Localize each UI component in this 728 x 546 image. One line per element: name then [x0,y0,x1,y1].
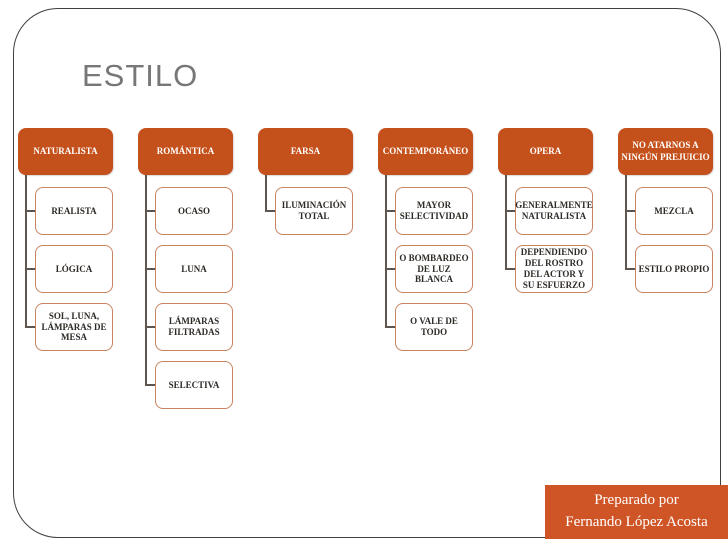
connector-vertical [385,175,387,327]
column-header-box: CONTEMPORÁNEO [378,128,473,175]
connector-stub [625,210,637,212]
connector-stub [625,268,637,270]
connector-vertical [625,175,627,269]
child-box: LÓGICA [35,245,113,293]
connector-stub [385,268,397,270]
column-header-box: NATURALISTA [18,128,113,175]
column-header-box: ROMÁNTICA [138,128,233,175]
column-header-box: NO ATARNOS A NINGÚN PREJUICIO [618,128,713,175]
connector-stub [145,384,157,386]
child-box: O BOMBARDEO DE LUZ BLANCA [395,245,473,293]
connector-stub [25,210,37,212]
child-box: REALISTA [35,187,113,235]
connector-stub [25,268,37,270]
connector-stub [505,210,517,212]
connector-vertical [145,175,147,385]
connector-vertical [25,175,27,327]
child-box: OCASO [155,187,233,235]
connector-stub [145,268,157,270]
connector-stub [25,326,37,328]
child-box: ILUMINACIÓN TOTAL [275,187,353,235]
connector-stub [145,326,157,328]
connector-stub [385,210,397,212]
column-header-box: OPERA [498,128,593,175]
connector-vertical [265,175,267,211]
child-box: LÁMPARAS FILTRADAS [155,303,233,351]
credits-line-1: Preparado por [594,492,679,509]
child-box: DEPENDIENDO DEL ROSTRO DEL ACTOR Y SU ES… [515,245,593,293]
connector-stub [265,210,277,212]
connector-stub [385,326,397,328]
child-box: SELECTIVA [155,361,233,409]
child-box: MEZCLA [635,187,713,235]
child-box: MAYOR SELECTIVIDAD [395,187,473,235]
credits-line-2: Fernando López Acosta [565,514,708,530]
child-box: LUNA [155,245,233,293]
slide-title: ESTILO [82,58,199,93]
credits-box: Preparado por Fernando López Acosta [545,485,728,539]
connector-vertical [505,175,507,269]
child-box: ESTILO PROPIO [635,245,713,293]
child-box: SOL, LUNA, LÁMPARAS DE MESA [35,303,113,351]
column-header-box: FARSA [258,128,353,175]
child-box: O VALE DE TODO [395,303,473,351]
connector-stub [145,210,157,212]
child-box: GENERALMENTE NATURALISTA [515,187,593,235]
connector-stub [505,268,517,270]
slide-border [13,8,721,538]
